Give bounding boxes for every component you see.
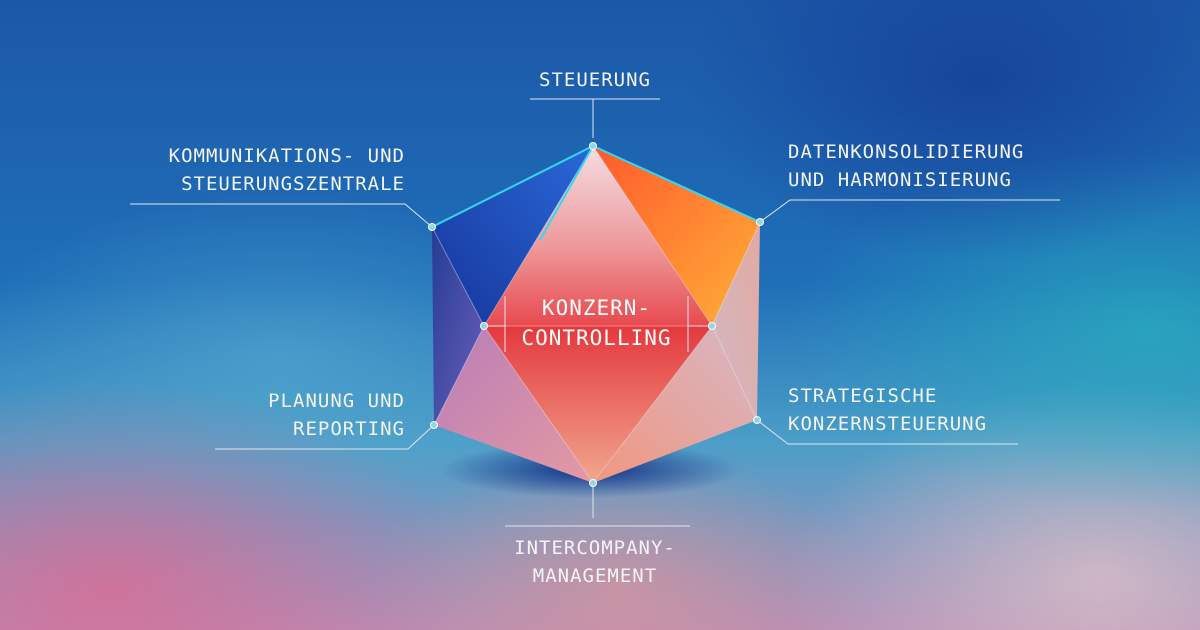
vertex-dots xyxy=(428,142,764,487)
label-konzern-controlling: KONZERN- CONTROLLING xyxy=(521,296,672,350)
face-top-right xyxy=(593,146,760,326)
edge-highlight-left xyxy=(539,145,594,241)
label-steuerung: STEUERUNG xyxy=(539,69,651,91)
face-top-left xyxy=(432,146,593,326)
label-kommunikation: KOMMUNIKATIONS- UND STEUERUNGSZENTRALE xyxy=(168,145,405,195)
face-bottom-left xyxy=(434,326,593,483)
face-right xyxy=(712,222,760,420)
face-bottom-right xyxy=(593,326,757,483)
label-datenkonsolidierung: DATENKONSOLIDIERUNG UND HARMONISIERUNG xyxy=(788,141,1025,191)
face-left xyxy=(432,227,484,425)
callout-lines xyxy=(130,98,1060,527)
label-planung: PLANUNG UND REPORTING xyxy=(268,390,405,440)
face-front-up xyxy=(484,146,712,326)
label-intercompany: INTERCOMPANY- MANAGEMENT xyxy=(514,537,676,587)
face-front-down xyxy=(484,326,712,483)
facet-lines xyxy=(431,145,761,484)
label-strategische: STRATEGISCHE KONZERNSTEUERUNG xyxy=(788,385,988,435)
